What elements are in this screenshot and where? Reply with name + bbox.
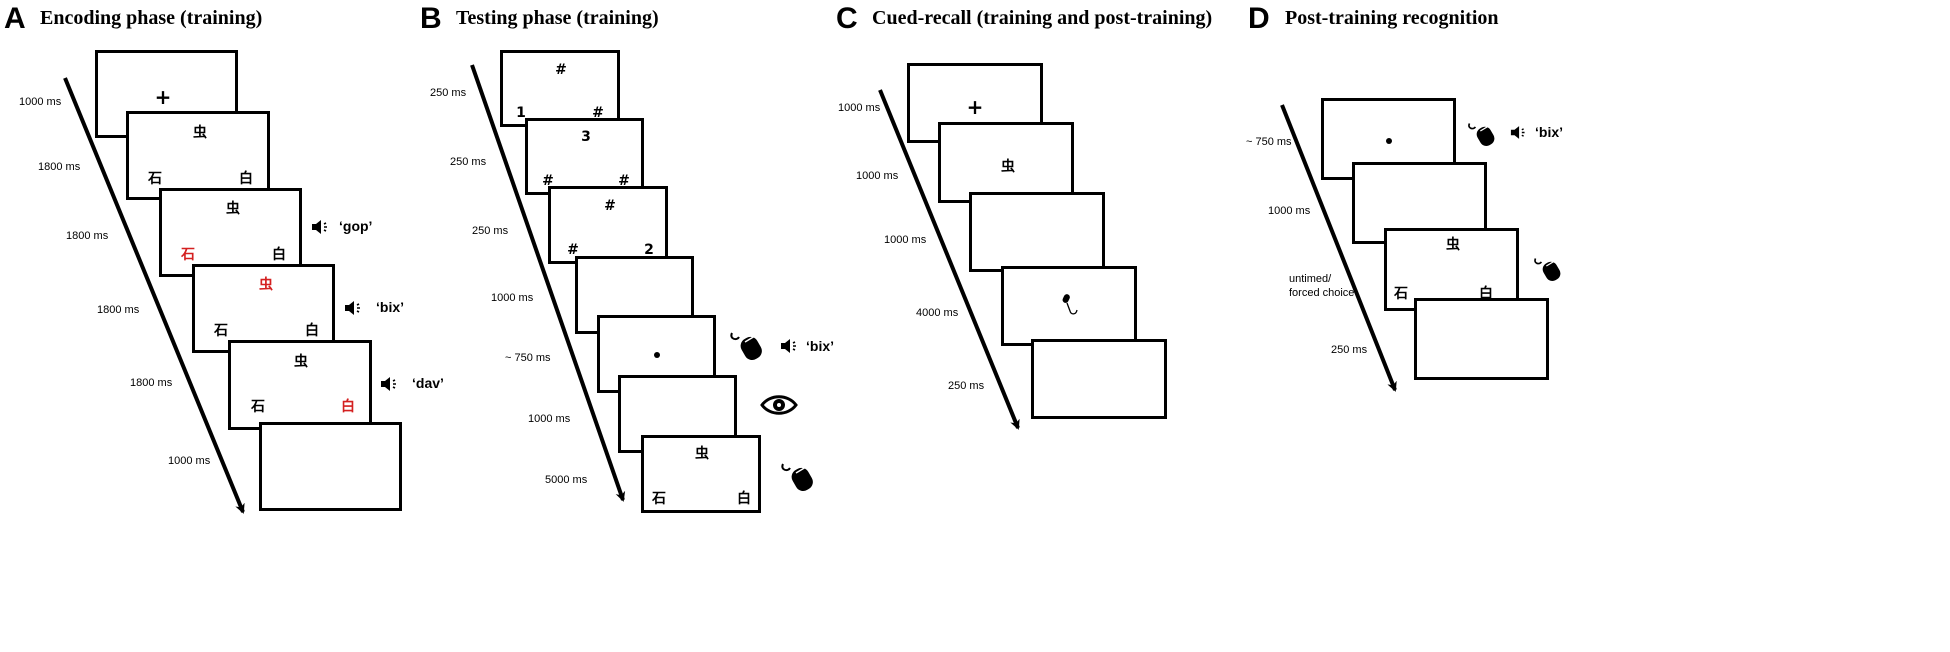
left-character: 石 [652, 491, 666, 507]
left-symbol: # [542, 173, 554, 189]
duration-label: untimed/ forced choice [1289, 273, 1355, 299]
duration-label: 250 ms [1331, 344, 1368, 356]
left-character: 石 [1394, 286, 1408, 302]
stimulus-frame: 虫 [938, 122, 1074, 203]
fixation-cross: + [966, 95, 984, 119]
stimulus-frame: 3 # # [525, 118, 644, 195]
duration-label: 1000 ms [856, 170, 899, 182]
stimulus-frame [1031, 339, 1167, 419]
mask-symbol: # [555, 62, 567, 78]
audio-word: ‘bix’ [376, 299, 405, 315]
left-character: 石 [251, 399, 265, 415]
duration-label: 250 ms [948, 380, 985, 392]
panel-a-title: Encoding phase (training) [40, 7, 263, 29]
stimulus-frame: # # 2 [548, 186, 668, 264]
right-character: 白 [272, 247, 286, 263]
cue-character: 虫 [193, 125, 207, 141]
stimulus-frame [1001, 266, 1137, 346]
right-symbol: 2 [644, 242, 654, 258]
probe-dot [654, 352, 660, 358]
panel-d-title: Post-training recognition [1285, 7, 1499, 29]
timeline-arrow-b [470, 64, 626, 502]
duration-label: 5000 ms [545, 474, 588, 486]
right-character: 白 [305, 323, 319, 339]
right-character: 白 [737, 491, 751, 507]
cue-character: 虫 [294, 354, 308, 370]
stimulus-frame [969, 192, 1105, 272]
right-symbol: # [618, 173, 630, 189]
speaker-icon [312, 220, 327, 234]
duration-label: 1000 ms [19, 96, 62, 108]
speaker-icon [345, 301, 360, 315]
right-symbol: # [592, 105, 604, 121]
left-character: 石 [148, 171, 162, 187]
duration-label: 250 ms [430, 87, 467, 99]
left-symbol: # [567, 242, 579, 258]
speaker-icon [1510, 126, 1525, 139]
stimulus-frame: 虫 石 白 [126, 111, 270, 200]
eye-icon [760, 395, 798, 415]
panel-c-letter: C [836, 2, 858, 35]
mouse-icon [730, 332, 762, 360]
cue-character: 虫 [1446, 237, 1460, 253]
probe-dot [1386, 138, 1392, 144]
top-symbol: 3 [581, 129, 591, 145]
mouse-icon [1534, 258, 1561, 281]
panel-b-letter: B [420, 2, 442, 35]
panel-d-letter: D [1248, 2, 1270, 35]
cue-character: 虫 [226, 201, 240, 217]
microphone-icon [1062, 294, 1078, 315]
stimulus-frame [1414, 298, 1549, 380]
cue-character: 虫 [1001, 159, 1015, 175]
duration-label: 1800 ms [97, 304, 140, 316]
timeline-arrow-a [63, 77, 245, 514]
timeline-arrow-c [878, 89, 1020, 430]
duration-label: 1000 ms [168, 455, 211, 467]
stimulus-frame: 虫 石 白 [228, 340, 372, 430]
mask-symbol: # [604, 198, 616, 214]
audio-word: ‘gop’ [339, 218, 373, 234]
duration-label: 1000 ms [884, 234, 927, 246]
duration-label: 1000 ms [491, 292, 534, 304]
duration-label: 1800 ms [38, 161, 81, 173]
duration-label: 1000 ms [838, 102, 881, 114]
duration-label: 1000 ms [528, 413, 571, 425]
mouse-icon [781, 463, 813, 491]
timeline-arrow-d [1280, 104, 1397, 392]
right-character-highlighted: 白 [341, 399, 355, 415]
left-symbol: 1 [516, 105, 526, 121]
duration-label: ~ 750 ms [1246, 136, 1292, 148]
cue-character: 虫 [695, 446, 709, 462]
stimulus-frame [259, 422, 402, 511]
duration-label: 4000 ms [916, 307, 959, 319]
panel-c-title: Cued-recall (training and post-training) [872, 7, 1213, 29]
left-character: 石 [214, 323, 228, 339]
stimulus-frame: 虫 石 白 [192, 264, 335, 353]
stimulus-frame: 虫 石 白 [1384, 228, 1519, 311]
stimulus-frame: # 1 # [500, 50, 620, 127]
duration-label: 250 ms [450, 156, 487, 168]
left-character-highlighted: 石 [181, 247, 195, 263]
right-character: 白 [239, 171, 253, 187]
panel-b-title: Testing phase (training) [456, 7, 659, 29]
duration-label: 1800 ms [130, 377, 173, 389]
speaker-icon [381, 377, 396, 391]
stimulus-frame: 虫 石 白 [159, 188, 302, 277]
audio-word: ‘bix’ [1535, 124, 1564, 140]
audio-word: ‘bix’ [806, 338, 835, 354]
duration-label: ~ 750 ms [505, 352, 551, 364]
speaker-icon [781, 339, 796, 353]
fixation-cross: + [154, 85, 172, 109]
cue-character-highlighted: 虫 [259, 277, 273, 293]
duration-label: 1000 ms [1268, 205, 1311, 217]
duration-label: 1800 ms [66, 230, 109, 242]
audio-word: ‘dav’ [412, 375, 444, 391]
stimulus-frame: 虫 石 白 [641, 435, 761, 513]
panel-a-letter: A [4, 2, 26, 35]
duration-label: 250 ms [472, 225, 509, 237]
right-character: 白 [1479, 286, 1493, 302]
mouse-icon [1468, 123, 1495, 146]
